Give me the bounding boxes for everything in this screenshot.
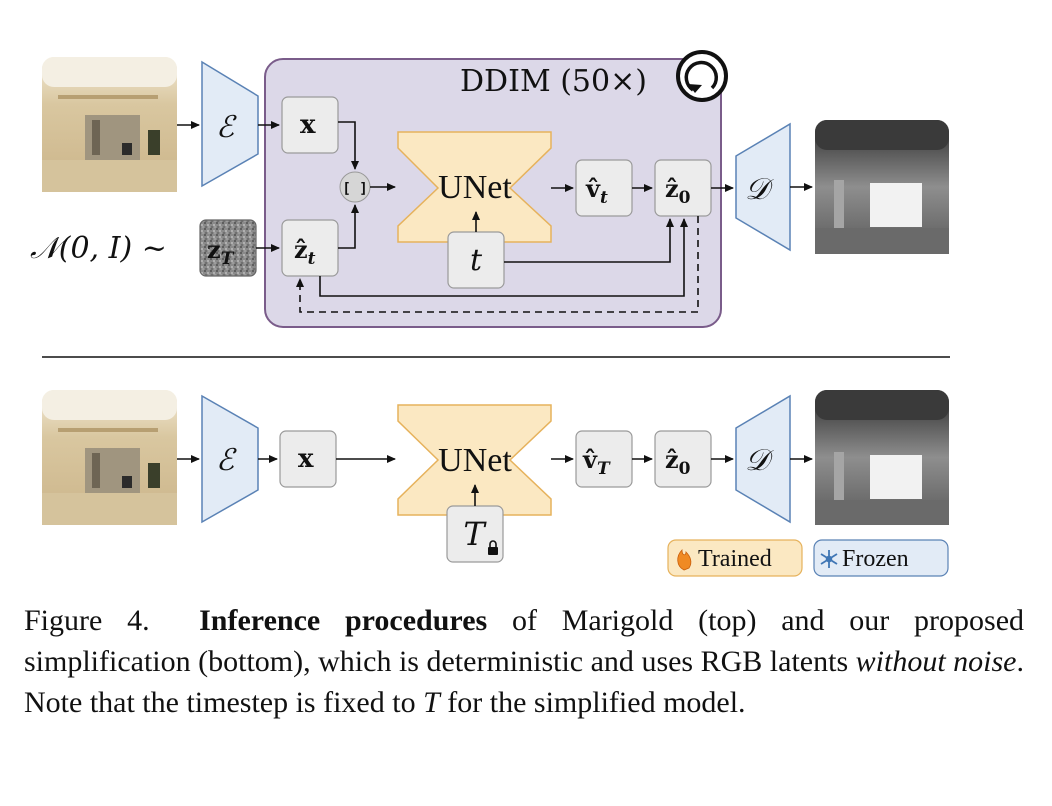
legend-frozen: Frozen — [813, 539, 949, 577]
rgb-input-image — [42, 57, 177, 192]
caption-italic: without noise — [855, 645, 1017, 678]
svg-text:v̂t: v̂t — [585, 174, 608, 208]
caption-label: Figure 4. — [24, 604, 150, 637]
svg-text:v̂T: v̂T — [582, 445, 611, 479]
bottom-connections — [177, 455, 813, 506]
z-T-sub: T — [221, 249, 235, 269]
unet-label: UNet — [438, 169, 512, 206]
bottom-diagram: ℰ x UNet T v̂T ẑ0 𝒟 — [42, 390, 949, 577]
caption-bold: Inference procedures — [199, 604, 488, 637]
loop-icon — [676, 50, 728, 102]
v-t-label: v̂ — [585, 174, 601, 203]
z-0-sub-bottom: 0 — [679, 459, 691, 479]
unet-block — [397, 131, 552, 243]
flame-icon — [677, 549, 692, 571]
legend-trained: Trained — [667, 539, 803, 577]
t-label: t — [470, 243, 483, 278]
encoder-label: ℰ — [216, 110, 237, 145]
encoder-block-bottom — [201, 394, 259, 524]
z-t-sub: t — [308, 249, 316, 269]
z-0-label-bottom: ẑ — [665, 445, 679, 474]
legend-frozen-label: Frozen — [842, 546, 909, 572]
figure-caption: Figure 4. Inference procedures of Marigo… — [24, 600, 1024, 723]
caption-text-1: of Marigold (top) and our proposed simpl… — [24, 604, 1025, 678]
depth-output-image — [815, 120, 949, 254]
top-diagram: DDIM (50×) ℰ x 𝒩(0, I) ~ zT — [30, 50, 949, 328]
lock-icon — [488, 540, 498, 555]
legend-trained-label: Trained — [698, 546, 772, 572]
encoder-label-bottom: ℰ — [216, 443, 237, 478]
noise-label: 𝒩(0, I) ~ — [30, 231, 167, 266]
caption-text-3: for the simplified model. — [439, 686, 746, 719]
top-connections — [177, 121, 813, 313]
svg-text:ẑ0: ẑ0 — [665, 445, 691, 479]
caption-T: T — [423, 686, 440, 719]
svg-text:ẑ0: ẑ0 — [665, 174, 691, 208]
x-label: x — [300, 110, 316, 140]
depth-output-image-bottom — [815, 390, 949, 525]
snowflake-icon — [820, 550, 838, 568]
ddim-loop-label: DDIM (50×) — [460, 64, 647, 99]
T-label: T — [463, 515, 487, 553]
decoder-block — [735, 122, 791, 252]
concat-label: [ ] — [342, 181, 367, 197]
v-T-label: v̂ — [582, 445, 598, 474]
z-t-label: ẑ — [294, 235, 308, 264]
svg-text:ẑt: ẑt — [294, 235, 316, 269]
x-label-bottom: x — [298, 444, 314, 474]
caption-text-2: . Note that the timestep is fixed to — [24, 645, 1024, 719]
v-T-sub: T — [597, 459, 611, 479]
svg-text:zT: zT — [207, 235, 235, 269]
rgb-input-image-bottom — [42, 390, 177, 525]
x-node — [281, 96, 339, 154]
z-0-sub: 0 — [679, 188, 691, 208]
z-T-label: z — [207, 235, 221, 264]
inference-figure: DDIM (50×) ℰ x 𝒩(0, I) ~ zT — [30, 50, 950, 577]
z-0-label: ẑ — [665, 174, 679, 203]
v-t-sub: t — [600, 188, 608, 208]
decoder-block-bottom — [735, 394, 791, 524]
unet-block-bottom — [397, 404, 552, 516]
encoder-block — [201, 60, 259, 188]
unet-label-bottom: UNet — [438, 442, 512, 479]
